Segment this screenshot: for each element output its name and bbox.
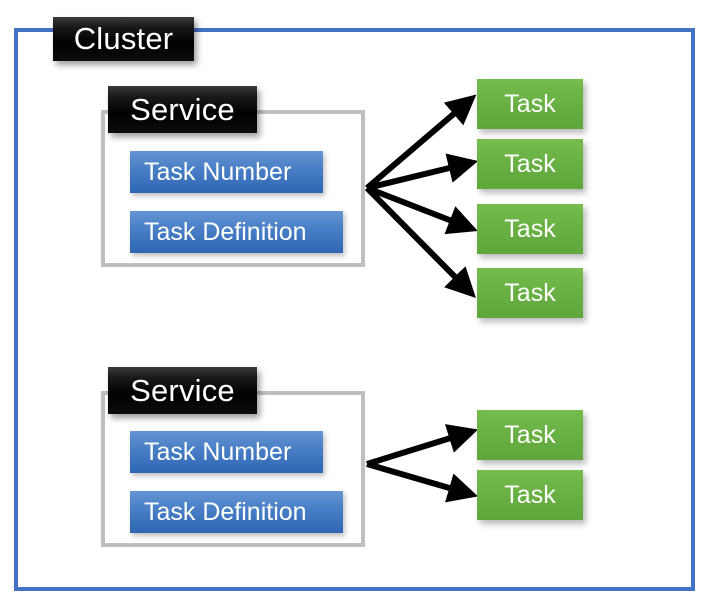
service-1-attribute-task-definition[interactable]: Task Definition [130,211,343,253]
service-1-attribute-task-number[interactable]: Task Number [130,151,323,193]
task-box-1[interactable]: Task [477,79,583,129]
service-2-attribute-task-definition[interactable]: Task Definition [130,491,343,533]
service-2-attribute-task-number[interactable]: Task Number [130,431,323,473]
task-box-2[interactable]: Task [477,139,583,189]
task-box-6[interactable]: Task [477,470,583,520]
task-box-4[interactable]: Task [477,268,583,318]
cluster-label: Cluster [53,17,194,61]
task-box-5[interactable]: Task [477,410,583,460]
service-label-1: Service [108,86,257,133]
cluster-boundary [14,28,695,591]
service-label-2: Service [108,367,257,414]
task-box-3[interactable]: Task [477,204,583,254]
